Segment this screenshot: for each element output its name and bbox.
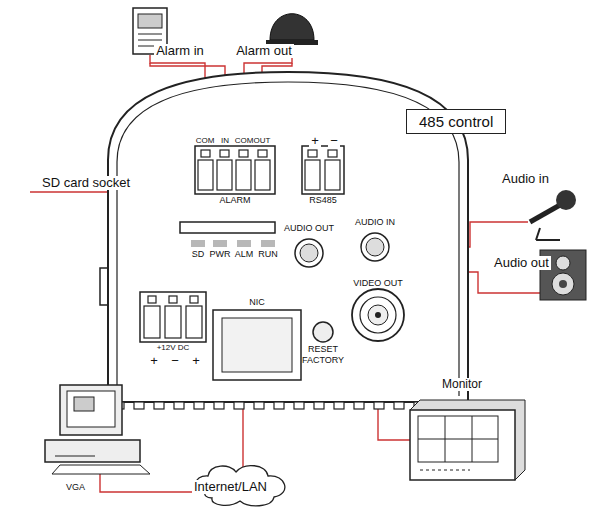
audio-in-jack [366,238,384,256]
bnc-pin [375,312,381,318]
panel-label: COM [196,137,215,146]
audio-in-jack [361,233,389,261]
power-terminals [144,296,202,338]
panel-label: RESET [308,345,338,355]
panel-label: IN [221,137,229,146]
panel-label: OUT [254,137,271,146]
housing-fin [134,402,144,409]
audio-out-jack [300,244,318,262]
audio-out-jack [295,239,323,267]
rj45-port [213,310,301,380]
panel-label: VGA [66,483,85,493]
panel-label: AUDIO OUT [284,224,334,234]
monitor-icon [410,400,525,480]
housing-fin [294,402,304,409]
callout-text: 485 control [419,113,493,130]
panel-label: VIDEO OUT [353,279,403,289]
housing-fin [174,402,184,409]
panel-label: SD [192,250,205,260]
microphone [530,190,576,240]
part-label: Internet/LAN [192,480,269,494]
housing-fin [154,402,164,409]
alarm-siren [270,14,314,40]
rs485-terminal-block [302,146,344,194]
part-label: Alarm out [234,44,294,58]
housing-fin [314,402,324,409]
wires [30,44,540,492]
panel-label: NIC [249,298,265,308]
part-label: − [169,354,181,368]
panel-label: RS485 [309,196,337,206]
alarm-terminal-block [195,146,275,194]
alarm-sensor [138,14,162,28]
housing-fin [354,402,364,409]
panel-label: RUN [258,250,278,260]
rs485-terminals [305,150,340,190]
part-label: SD card socket [40,176,132,190]
housing-fin [254,402,264,409]
part-label: + [309,134,321,148]
callout-box: 485 control [406,109,506,134]
housing-fin [334,402,344,409]
reset-button [313,322,333,342]
housing-fin [274,402,284,409]
part-label: Monitor [440,378,484,391]
part-label: Audio out [492,256,551,270]
sd-slot [180,222,275,233]
housing-fin [394,402,404,409]
housing-fin [214,402,224,409]
computer-icon [45,385,150,474]
housing-fin [374,402,384,409]
panel-label: +12V DC [157,344,190,353]
housing-tab [100,268,108,305]
panel-label: COM [235,137,254,146]
part-label: Alarm in [154,44,206,58]
part-label: + [148,354,160,368]
panel-label: AUDIO IN [355,218,395,228]
housing-fin [234,402,244,409]
part-label: Audio in [500,172,551,186]
alarm-terminals [198,150,270,190]
panel-label: ALARM [219,196,250,206]
status-leds [191,240,275,247]
panel-label: FACTORY [302,356,344,366]
bnc-connector [352,289,404,341]
power-terminal-block [140,292,206,342]
part-label: + [190,354,202,368]
rj45-port [222,318,292,372]
bnc-connector [360,297,396,333]
part-label: − [328,134,340,148]
housing-fin [194,402,204,409]
bnc-connector [368,305,388,325]
panel-label: PWR [210,250,231,260]
panel-label: ALM [235,250,254,260]
